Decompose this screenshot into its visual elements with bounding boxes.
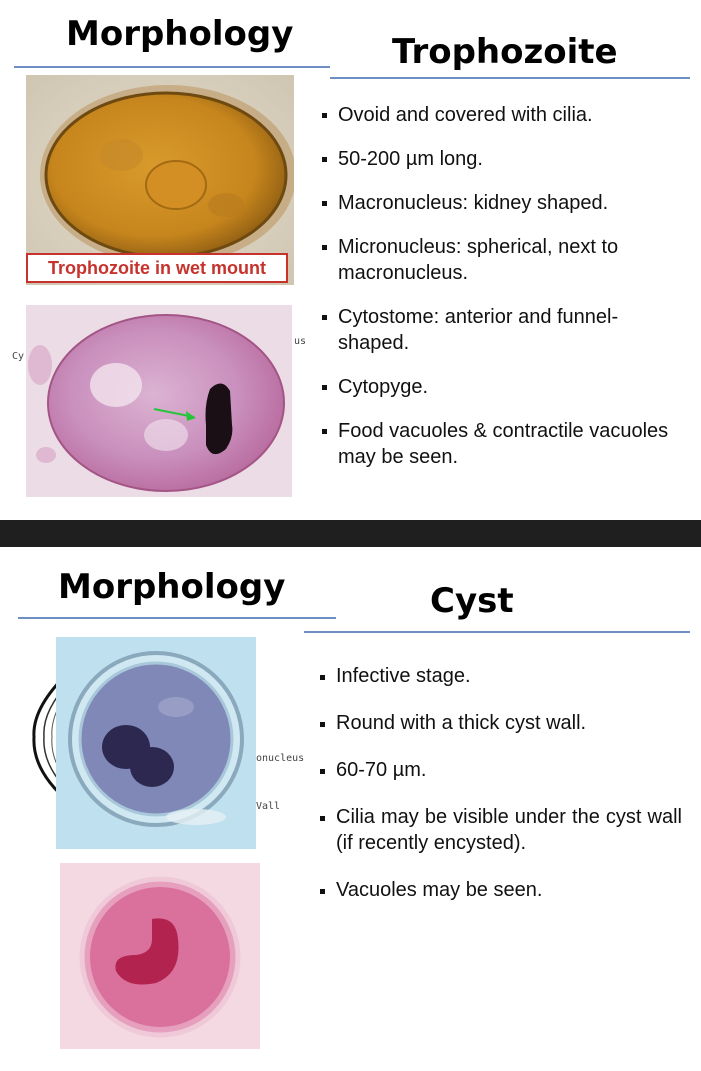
cyst-micrograph-image — [56, 637, 256, 849]
slide-cyst: Morphology Cyst onucleus Vall — [0, 547, 701, 1071]
bullet-item: Cilia may be visible under the cyst wall… — [320, 804, 682, 856]
subtitle-underline — [304, 631, 690, 633]
bullet-item: 60-70 µm. — [320, 757, 682, 783]
bullet-item: Round with a thick cyst wall. — [320, 710, 682, 736]
bullet-item: Infective stage. — [320, 663, 682, 689]
subtitle-underline — [330, 77, 690, 79]
slide-trophozoite: Morphology Trophozoite — [0, 0, 701, 520]
bullet-item: 50-200 µm long. — [322, 146, 682, 172]
slide-title: Morphology — [58, 567, 286, 607]
title-underline — [18, 617, 336, 619]
slide-title: Morphology — [66, 14, 294, 54]
bullet-item: Food vacuoles & contractile vacuoles may… — [322, 418, 682, 470]
trophozoite-bullet-list: Ovoid and covered with cilia. 50-200 µm … — [322, 102, 682, 488]
cyst-bullet-list: Infective stage. Round with a thick cyst… — [320, 663, 682, 924]
bullet-item: Macronucleus: kidney shaped. — [322, 190, 682, 216]
stray-label-us: us — [294, 336, 307, 347]
slide-subtitle: Cyst — [430, 581, 514, 621]
stray-label-cy: Cy — [12, 351, 25, 362]
bullet-item: Vacuoles may be seen. — [320, 877, 682, 903]
bullet-item: Cytostome: anterior and funnel-shaped. — [322, 304, 682, 356]
stray-label-vall: Vall — [256, 801, 281, 812]
slide-divider — [0, 520, 701, 547]
stray-label-onucleus: onucleus — [256, 753, 305, 764]
bullet-item: Ovoid and covered with cilia. — [322, 102, 682, 128]
wet-mount-caption: Trophozoite in wet mount — [48, 258, 266, 278]
trophozoite-wet-mount-image — [26, 75, 294, 285]
bullet-item: Micronucleus: spherical, next to macronu… — [322, 234, 682, 286]
stained-cyst-image — [60, 863, 260, 1049]
wet-mount-caption-box: Trophozoite in wet mount — [26, 253, 288, 283]
stained-trophozoite-image — [26, 305, 292, 497]
slide-subtitle: Trophozoite — [392, 32, 618, 72]
title-underline — [14, 66, 330, 68]
bullet-item: Cytopyge. — [322, 374, 682, 400]
